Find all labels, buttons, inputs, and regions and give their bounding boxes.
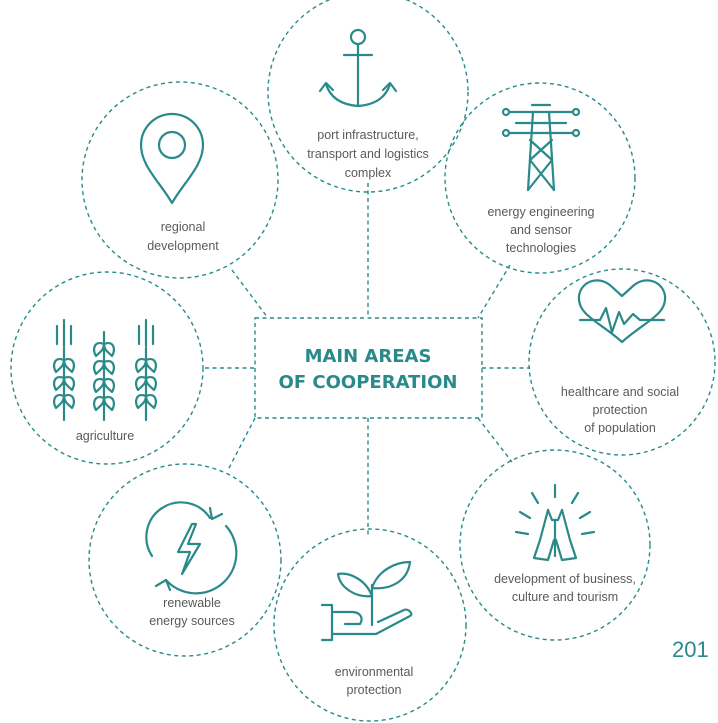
svg-text:port infrastructure,: port infrastructure, [317, 128, 418, 142]
area-circle-healthcare [528, 268, 716, 456]
area-circle-renewable [88, 463, 282, 657]
svg-text:energy sources: energy sources [149, 614, 234, 628]
svg-text:healthcare and social: healthcare and social [561, 385, 679, 399]
center-title-line1: MAIN AREAS [305, 346, 432, 367]
area-label-healthcare: healthcare and social protection of popu… [561, 385, 679, 435]
svg-text:complex: complex [345, 166, 392, 180]
svg-text:technologies: technologies [506, 241, 576, 255]
svg-text:development of business,: development of business, [494, 572, 636, 586]
area-circle-environment [273, 528, 467, 722]
area-circle-regional [81, 81, 279, 279]
connectors [205, 183, 530, 535]
heart-pulse-icon [577, 279, 667, 344]
svg-text:development: development [147, 239, 219, 253]
area-circle-energy [444, 82, 636, 274]
svg-text:regional: regional [161, 220, 205, 234]
page-number: 201 [672, 637, 709, 662]
praying-hands-icon [514, 483, 596, 562]
area-label-renewable: renewable energy sources [149, 596, 234, 628]
svg-text:transport and logistics: transport and logistics [307, 147, 429, 161]
area-label-regional: regional development [147, 220, 219, 253]
area-label-port: port infrastructure, transport and logis… [307, 128, 429, 180]
svg-text:culture and tourism: culture and tourism [512, 590, 618, 604]
svg-text:protection: protection [347, 683, 402, 697]
area-circle-business [459, 449, 651, 641]
area-label-business: development of business, culture and tou… [494, 572, 636, 604]
anchor-icon [318, 28, 398, 108]
area-label-energy: energy engineering and sensor technologi… [487, 205, 594, 255]
area-label-environment: environmental protection [335, 665, 414, 697]
area-circle-agriculture [10, 271, 204, 465]
renewable-energy-icon [145, 501, 238, 595]
center-box: MAIN AREAS OF COOPERATION [254, 317, 483, 419]
svg-text:of population: of population [584, 421, 656, 435]
svg-text:protection: protection [593, 403, 648, 417]
svg-text:and sensor: and sensor [510, 223, 572, 237]
area-label-agriculture: agriculture [76, 429, 134, 443]
svg-text:environmental: environmental [335, 665, 414, 679]
wheat-icon [53, 318, 157, 422]
area-circle-port [267, 0, 469, 193]
plant-hand-icon [320, 560, 413, 642]
svg-text:renewable: renewable [163, 596, 221, 610]
power-tower-icon [501, 103, 581, 192]
svg-text:energy engineering: energy engineering [487, 205, 594, 219]
location-pin-icon [139, 112, 205, 205]
svg-text:agriculture: agriculture [76, 429, 134, 443]
center-title-line2: OF COOPERATION [279, 372, 458, 393]
